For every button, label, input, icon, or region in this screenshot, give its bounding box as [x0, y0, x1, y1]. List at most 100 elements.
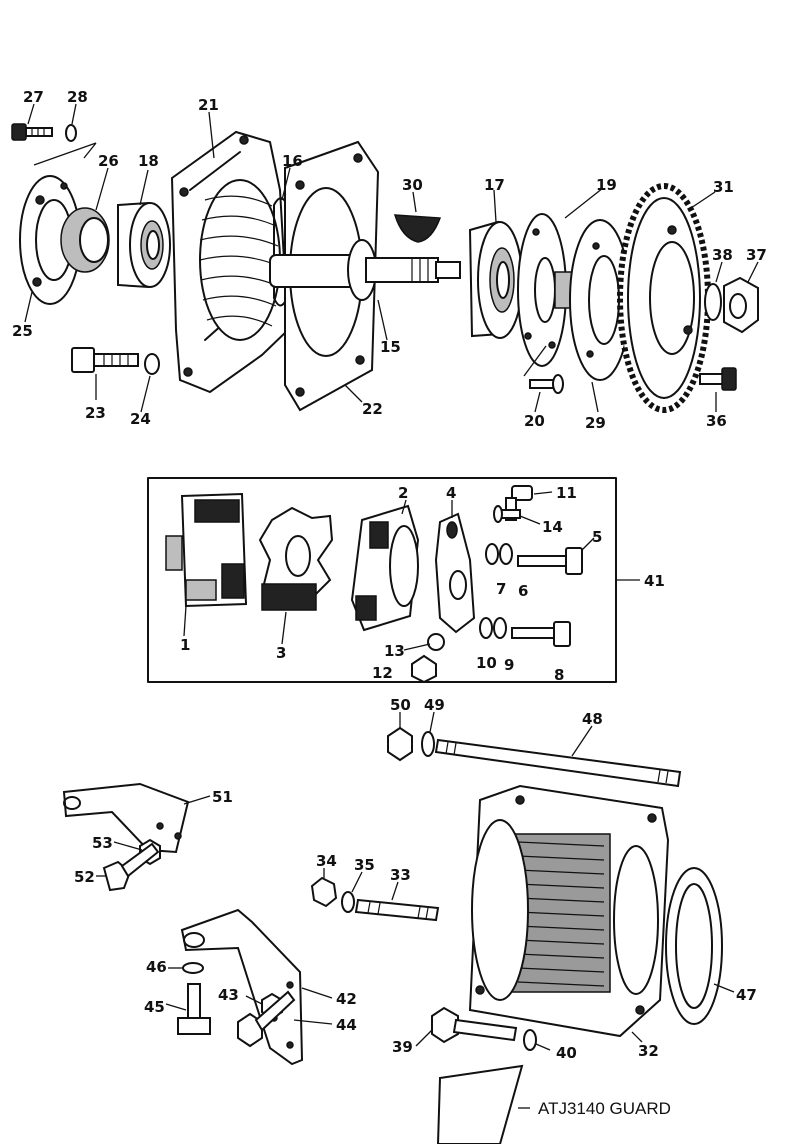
callout-5: 5 [592, 528, 602, 546]
part-24-washer [144, 353, 160, 375]
callout-12: 12 [372, 664, 393, 682]
part-2-coupling-half [350, 504, 420, 632]
guard-caption: ATJ3140 GUARD [538, 1099, 671, 1118]
part-36-bolt [699, 367, 737, 391]
part-23-bolt [71, 347, 139, 373]
callout-15: 15 [380, 338, 401, 356]
callout-49: 49 [424, 696, 445, 714]
part-27-bolt [11, 123, 53, 141]
callout-28: 28 [67, 88, 88, 106]
leader-lines-coupling [183, 491, 640, 651]
callout-44: 44 [336, 1016, 357, 1034]
callout-18: 18 [138, 152, 159, 170]
callout-3: 3 [276, 644, 286, 662]
callout-22: 22 [362, 400, 383, 418]
callout-2: 2 [398, 484, 408, 502]
part-46-washer [182, 962, 204, 974]
callout-19: 19 [596, 176, 617, 194]
part-9-washer [493, 617, 507, 639]
part-12-nut [411, 654, 437, 684]
callout-35: 35 [354, 856, 375, 874]
callout-31: 31 [713, 178, 734, 196]
top-assembly: 27 28 21 26 18 16 30 17 19 31 38 37 25 1… [11, 88, 767, 432]
callout-46: 46 [146, 958, 167, 976]
part-13-washer [427, 633, 445, 651]
callout-41: 41 [644, 572, 665, 590]
part-10-washer [479, 617, 493, 639]
callout-10: 10 [476, 654, 497, 672]
part-7-washer [485, 543, 499, 565]
part-8-bolt [511, 621, 571, 647]
callout-40: 40 [556, 1044, 577, 1062]
bottom-assembly: 50 49 48 51 53 52 34 35 33 46 43 42 45 4… [62, 696, 757, 1144]
part-4-bracket [434, 512, 476, 634]
part-33-stud [354, 898, 440, 922]
part-1-coupling-half [165, 492, 248, 608]
callout-48: 48 [582, 710, 603, 728]
part-42-bracket [180, 908, 304, 1066]
callout-8: 8 [554, 666, 564, 684]
callout-14: 14 [542, 518, 563, 536]
callout-34: 34 [316, 852, 337, 870]
callout-37: 37 [746, 246, 767, 264]
callout-9: 9 [504, 656, 514, 674]
part-44-bolt [237, 990, 296, 1048]
part-34-nut [310, 876, 338, 908]
part-14-screw [493, 505, 521, 523]
part-31-gear [617, 183, 711, 413]
callout-26: 26 [98, 152, 119, 170]
callout-21: 21 [198, 96, 219, 114]
part-30-key [393, 214, 442, 243]
part-28-washer [65, 124, 77, 142]
part-17-bearing [468, 220, 523, 339]
part-51-bracket [62, 782, 190, 854]
guard-atj3140 [436, 1064, 524, 1144]
leader-lines-top [24, 103, 759, 413]
part-18-bearing [117, 201, 171, 289]
callout-52: 52 [74, 868, 95, 886]
part-29-hub [554, 219, 631, 381]
callout-13: 13 [384, 642, 405, 660]
leader-lines-bottom [96, 711, 735, 1109]
part-47-ring [665, 867, 723, 1025]
callout-25: 25 [12, 322, 33, 340]
callout-27: 27 [23, 88, 44, 106]
callout-24: 24 [130, 410, 151, 428]
part-20-screw [529, 374, 564, 394]
part-50-nut [387, 726, 413, 762]
part-45-bolt [177, 983, 211, 1035]
callout-33: 33 [390, 866, 411, 884]
callout-36: 36 [706, 412, 727, 430]
part-3-rubber-spider [258, 506, 334, 611]
callout-29: 29 [585, 414, 606, 432]
part-39-bolt [431, 1006, 518, 1044]
part-40-washer [523, 1029, 537, 1051]
part-26-seal [60, 207, 110, 273]
callout-43: 43 [218, 986, 239, 1004]
callout-38: 38 [712, 246, 733, 264]
part-52-bolt [102, 842, 160, 892]
callout-6: 6 [518, 582, 528, 600]
callout-53: 53 [92, 834, 113, 852]
callout-23: 23 [85, 404, 106, 422]
part-6-washer [499, 543, 513, 565]
callout-39: 39 [392, 1038, 413, 1056]
callout-4: 4 [446, 484, 456, 502]
callout-42: 42 [336, 990, 357, 1008]
part-5-bolt [517, 547, 583, 575]
part-21-housing [170, 130, 290, 394]
part-37-nut [723, 276, 759, 334]
part-38-washer [704, 283, 722, 321]
callout-51: 51 [212, 788, 233, 806]
part-48-stud-rod [434, 738, 682, 788]
part-32-guard-housing [468, 784, 670, 1038]
callout-45: 45 [144, 998, 165, 1016]
callout-16: 16 [282, 152, 303, 170]
coupling-assembly-41: 2 4 11 14 5 7 6 41 1 3 13 10 9 8 12 [147, 477, 665, 684]
callout-32: 32 [638, 1042, 659, 1060]
part-15-shaft [269, 239, 461, 301]
callout-7: 7 [496, 580, 506, 598]
part-49-washer [421, 731, 435, 757]
callout-17: 17 [484, 176, 505, 194]
